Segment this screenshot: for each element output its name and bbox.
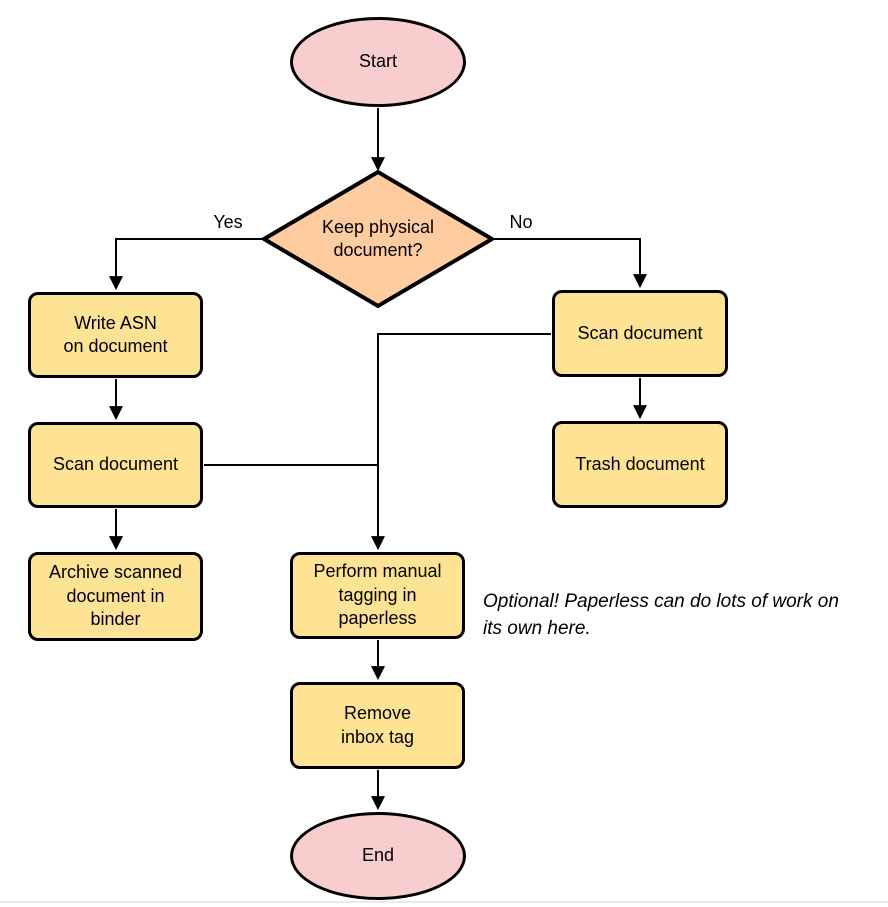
process-trash-document: Trash document [552, 421, 728, 508]
process-scan-document-left: Scan document [28, 422, 203, 508]
optional-note: Optional! Paperless can do lots of work … [483, 589, 883, 643]
start-label: Start [358, 51, 397, 72]
scan-document-left-label: Scan document [52, 454, 179, 475]
bottom-divider-line [0, 901, 888, 903]
process-scan-document-right: Scan document [552, 290, 728, 377]
edge-label-no: No [509, 212, 533, 232]
decision-diamond-shape [262, 170, 494, 308]
end-label: End [361, 845, 395, 866]
edge-decision-yes-to-write-asn [109, 238, 264, 291]
trash-document-label: Trash document [575, 453, 705, 474]
optional-note-text: Optional! Paperless can do lots of work … [483, 591, 839, 639]
start-terminal: Start [290, 17, 466, 107]
end-terminal: End [290, 812, 466, 900]
edge-label-yes: Yes [213, 212, 243, 232]
scan-document-right-label: Scan document [577, 322, 703, 343]
edge-scan-right-to-perform-tagging [371, 333, 551, 551]
edge-decision-no-to-scan-right [492, 238, 647, 289]
